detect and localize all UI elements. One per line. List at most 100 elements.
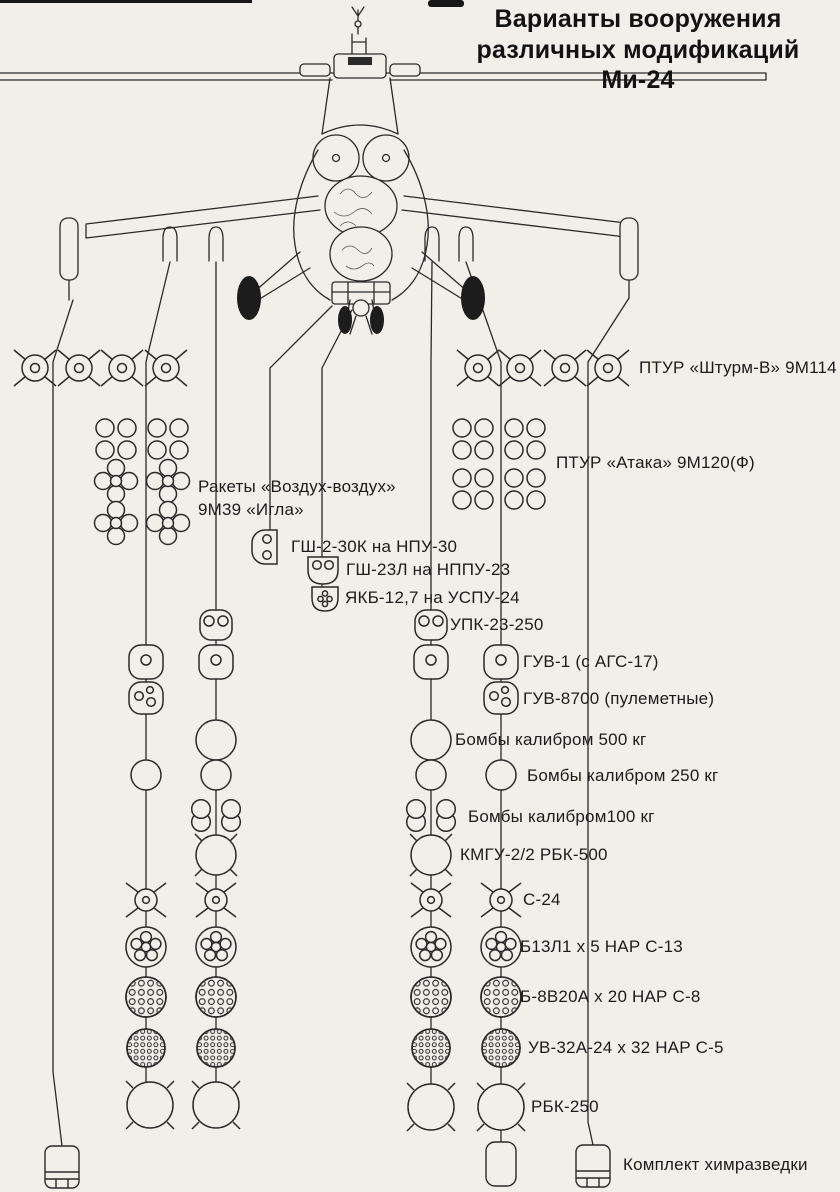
kmgu-dispenser-icon <box>194 833 238 877</box>
shturm-missile-icon <box>144 349 188 387</box>
guv-8700-pod-icon <box>128 681 164 715</box>
upk-23-250-gunpod-icon <box>414 609 448 641</box>
label-guv-8700: ГУВ-8700 (пулеметные) <box>523 689 715 708</box>
shturm-missile-icon <box>57 349 101 387</box>
guv-1-pod-icon <box>128 644 164 680</box>
label-yakb-12-7: ЯКБ-12,7 на УСПУ-24 <box>345 588 520 607</box>
ataka-missile-block-icon <box>452 468 494 510</box>
pylon-lines <box>52 261 630 1147</box>
wing-pylons-right <box>424 226 474 262</box>
label-ptur-shturm: ПТУР «Штурм-В» 9М114 <box>639 358 837 377</box>
wingtip-pod-right <box>619 217 639 281</box>
label-b-8v20a: Б-8В20А х 20 НАР С-8 <box>520 987 701 1006</box>
bomb-250kg-icon <box>200 759 232 791</box>
label-bombs-250: Бомбы калибром 250 кг <box>527 766 719 785</box>
ataka-missile-block-icon <box>504 468 546 510</box>
shturm-missile-icon <box>543 349 587 387</box>
ataka-missile-block-icon <box>452 418 494 460</box>
rbk-250-bomb-icon <box>125 1080 175 1130</box>
upk-23-250-gunpod-icon <box>199 609 233 641</box>
ataka-missile-block-icon <box>504 418 546 460</box>
b-8v20a-rocket-pod-icon <box>410 976 452 1018</box>
label-b13l1: Б13Л1 х 5 НАР С-13 <box>520 937 683 956</box>
shturm-missile-icon <box>498 349 542 387</box>
chem-recon-kit-icon <box>44 1145 80 1189</box>
guv-1-pod-icon <box>413 644 449 680</box>
rbk-250-bomb-icon <box>406 1082 456 1132</box>
bomb-250kg-icon <box>485 759 517 791</box>
shturm-missile-icon <box>100 349 144 387</box>
b-8v20a-rocket-pod-icon <box>480 976 522 1018</box>
wing-right <box>401 195 635 239</box>
bomb-250kg-icon <box>130 759 162 791</box>
bomb-100kg-pair-icon <box>220 798 242 833</box>
shturm-missile-icon <box>13 349 57 387</box>
ataka-missile-block-icon <box>95 418 137 460</box>
label-igla-line2: 9М39 «Игла» <box>198 500 304 519</box>
shturm-missile-icon <box>586 349 630 387</box>
chin-turret <box>352 299 370 317</box>
igla-missile-cluster-icon <box>145 500 191 546</box>
b13l1-rocket-pod-icon <box>195 926 237 968</box>
wing-left <box>85 195 321 239</box>
uv-32a-24-rocket-pod-icon <box>481 1028 521 1068</box>
fuselage-outline <box>293 149 429 301</box>
gsh-2-30k-gunpod-icon <box>251 529 278 565</box>
label-chem-kit: Комплект химразведки <box>623 1155 808 1174</box>
gsh-23l-gunpod-icon <box>307 556 339 585</box>
chem-recon-kit-icon <box>575 1144 611 1188</box>
b13l1-rocket-pod-icon <box>480 926 522 968</box>
bomb-100kg-pair-icon <box>435 798 457 833</box>
page-title: Варианты вооружения различных модификаци… <box>438 4 838 96</box>
bomb-250kg-icon <box>415 759 447 791</box>
bomb-100kg-pair-icon <box>190 798 212 833</box>
guv-1-pod-icon <box>483 644 519 680</box>
bomb-500kg-icon <box>195 719 237 761</box>
b-8v20a-rocket-pod-icon <box>125 976 167 1018</box>
label-rbk-250: РБК-250 <box>531 1097 599 1116</box>
rbk-250-bomb-icon <box>191 1080 241 1130</box>
helicopter-front-view-drawing <box>0 6 767 335</box>
rotor-hub <box>333 53 387 79</box>
uv-32a-24-rocket-pod-icon <box>126 1028 166 1068</box>
label-bombs-100: Бомбы калибром100 кг <box>468 807 655 826</box>
ataka-missile-block-icon <box>147 418 189 460</box>
b13l1-rocket-pod-icon <box>125 926 167 968</box>
main-wheel-right <box>461 276 485 320</box>
page-title-line1: Варианты вооружения <box>494 5 782 33</box>
label-bombs-500: Бомбы калибром 500 кг <box>455 730 647 749</box>
igla-missile-cluster-icon <box>93 500 139 546</box>
label-igla-line1: Ракеты «Воздух-воздух» <box>198 477 396 496</box>
cockpit-canopy-lower <box>329 226 393 282</box>
bomb-100kg-pair-icon <box>405 798 427 833</box>
bomb-500kg-icon <box>410 719 452 761</box>
label-gsh-23l: ГШ-23Л на НППУ-23 <box>346 560 511 579</box>
guv-8700-pod-icon <box>483 681 519 715</box>
yakb-gunpod-icon <box>311 586 339 612</box>
chem-recon-kit-plain-icon <box>485 1141 517 1187</box>
label-s-24: С-24 <box>523 890 561 909</box>
nose-wheel-left <box>338 306 352 334</box>
label-uv-32a-24: УВ-32А-24 х 32 НАР С-5 <box>528 1038 724 1057</box>
label-ptur-ataka: ПТУР «Атака» 9М120(Ф) <box>556 453 755 472</box>
shturm-missile-icon <box>456 349 500 387</box>
b13l1-rocket-pod-icon <box>410 926 452 968</box>
wing-pylons-left <box>162 226 224 262</box>
nose-wheel-right <box>370 306 384 334</box>
igla-missile-cluster-icon <box>145 458 191 504</box>
label-gsh-2-30k: ГШ-2-30К на НПУ-30 <box>291 537 458 556</box>
uv-32a-24-rocket-pod-icon <box>411 1028 451 1068</box>
label-upk-23-250: УПК-23-250 <box>450 615 544 634</box>
page-title-line2: различных модификаций Ми-24 <box>476 35 800 95</box>
label-kmgu: КМГУ-2/2 РБК-500 <box>460 845 608 864</box>
b-8v20a-rocket-pod-icon <box>195 976 237 1018</box>
igla-missile-cluster-icon <box>93 458 139 504</box>
kmgu-dispenser-icon <box>409 833 453 877</box>
scan-artifacts <box>0 0 464 7</box>
label-guv-1: ГУВ-1 (с АГС-17) <box>523 652 659 671</box>
rbk-250-bomb-icon <box>476 1082 526 1132</box>
main-wheel-left <box>237 276 261 320</box>
uv-32a-24-rocket-pod-icon <box>196 1028 236 1068</box>
